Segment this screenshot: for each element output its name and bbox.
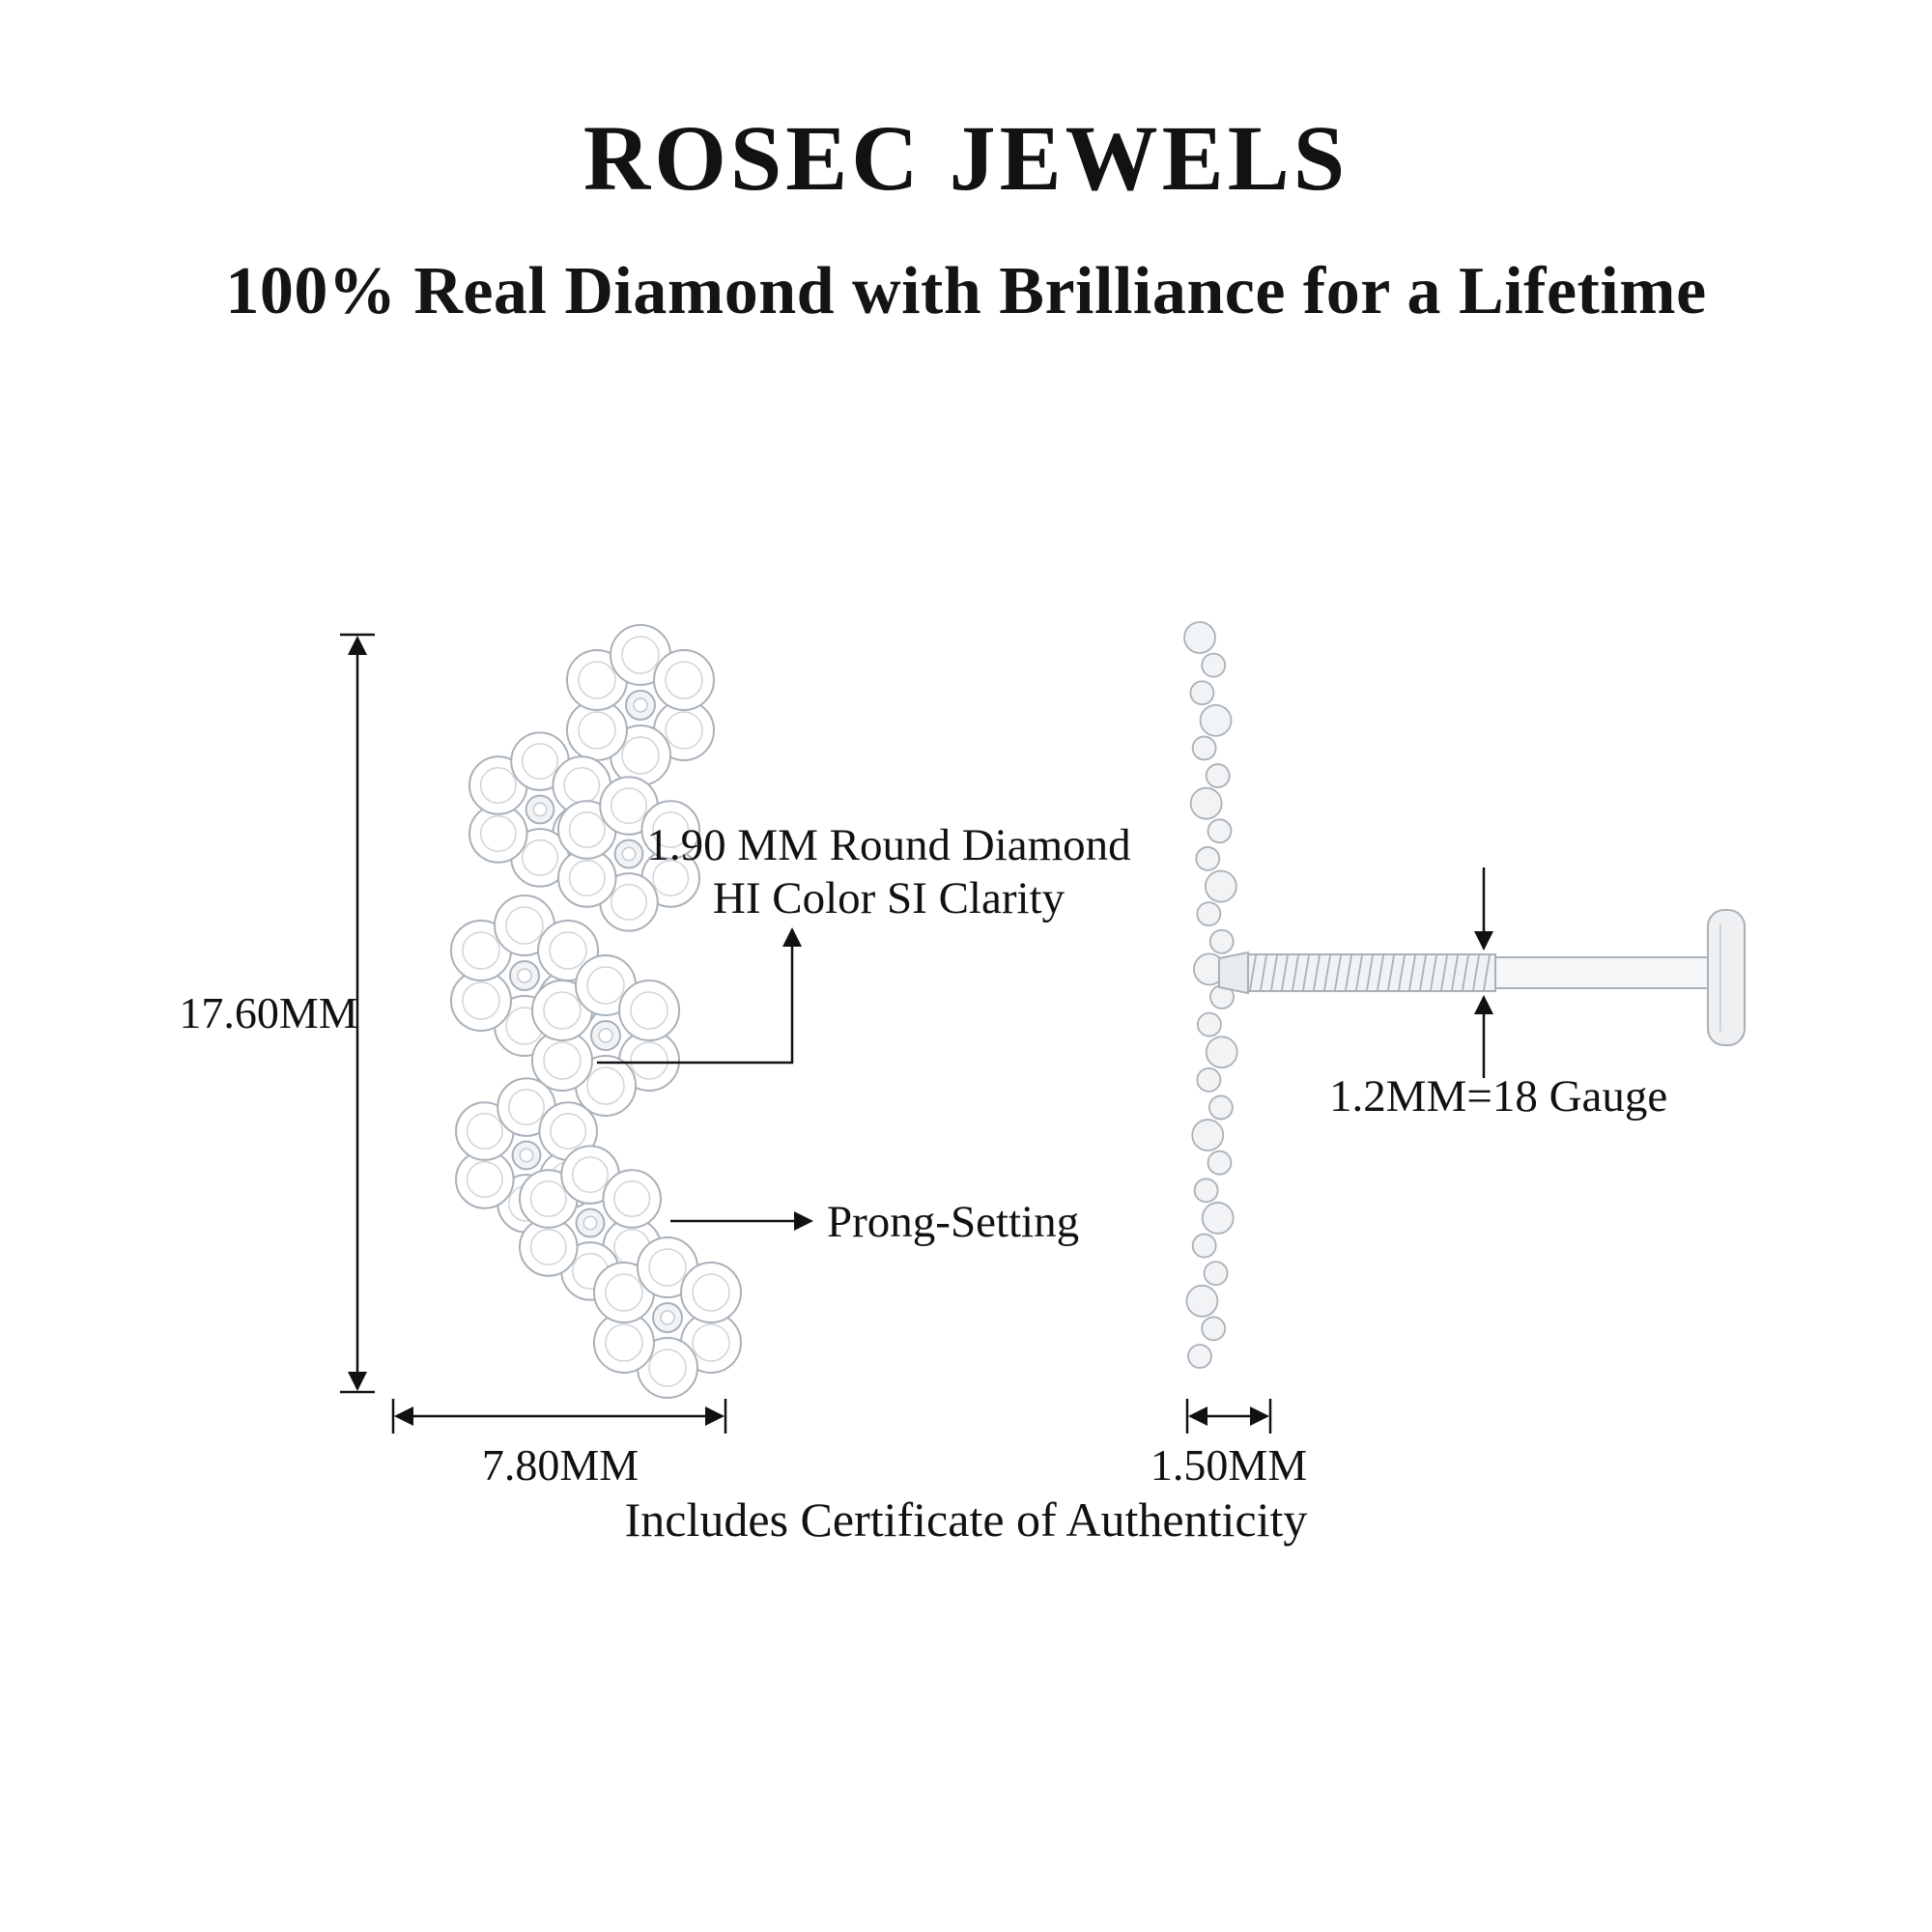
prong-note: Prong-Setting	[827, 1197, 1080, 1247]
certificate-note: Includes Certificate of Authenticity	[624, 1492, 1308, 1547]
thread-lines	[1249, 954, 1491, 991]
tagline: 100% Real Diamond with Brilliance for a …	[225, 254, 1707, 328]
front-width-dimension-line	[391, 1399, 727, 1434]
front-width-dimension-label: 7.80MM	[481, 1440, 639, 1490]
height-dimension-line	[340, 633, 375, 1394]
height-dimension-label: 17.60MM	[179, 988, 358, 1037]
flat-back-disc	[1707, 909, 1746, 1046]
brand-title: ROSEC JEWELS	[582, 106, 1350, 210]
side-width-dimension-line	[1185, 1399, 1272, 1434]
side-earring-illustration	[1183, 621, 1238, 1369]
diamond-note-line1: 1.90 MM Round Diamond	[646, 820, 1131, 870]
front-earring-illustration	[449, 624, 743, 1399]
screw-post-illustration	[1218, 909, 1746, 1046]
gauge-note: 1.2MM=18 Gauge	[1329, 1071, 1668, 1122]
side-width-dimension-label: 1.50MM	[1150, 1440, 1308, 1490]
diamond-note-line2: HI Color SI Clarity	[712, 873, 1065, 924]
diamond-note-leader-line	[597, 927, 802, 1065]
diamond-note: 1.90 MM Round Diamond HI Color SI Clarit…	[638, 819, 1140, 926]
